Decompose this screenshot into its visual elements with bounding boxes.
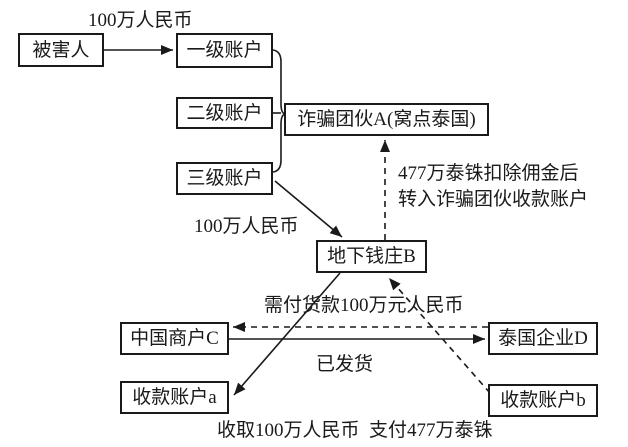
label-shipped: 已发货 xyxy=(316,354,374,375)
label-mid-transfer-amount: 100万人民币 xyxy=(194,216,299,237)
connector-level3-to-gang xyxy=(272,113,286,173)
node-fraud-gang: 诈骗团伙A(窝点泰国) xyxy=(284,103,489,136)
arrow-level3-to-bank xyxy=(274,180,343,238)
node-level2-account: 二级账户 xyxy=(176,97,273,129)
arrow-account-b-to-bank-dashed xyxy=(388,277,491,394)
label-bottom-caption: 收取100万人民币 支付477万泰铢 xyxy=(217,420,493,441)
label-baht-transfer-line1: 477万泰铢扣除佣金后 xyxy=(398,163,579,184)
node-level1-account: 一级账户 xyxy=(176,33,273,68)
node-victim: 被害人 xyxy=(18,33,104,67)
node-underground-bank: 地下钱庄B xyxy=(316,240,427,273)
node-china-merchant: 中国商户C xyxy=(120,322,229,355)
node-level3-account: 三级账户 xyxy=(176,162,273,195)
connector-level1-to-gang xyxy=(272,49,286,115)
node-thai-company: 泰国企业D xyxy=(488,322,598,355)
node-receiving-account-b: 收款账户b xyxy=(488,384,598,417)
label-payment-due: 需付货款100万元人民币 xyxy=(264,295,464,316)
label-baht-transfer-line2: 转入诈骗团伙收款账户 xyxy=(398,189,589,210)
label-top-transfer-amount: 100万人民币 xyxy=(88,10,193,31)
node-receiving-account-a: 收款账户a xyxy=(120,381,229,414)
arrow-bank-to-account-a xyxy=(233,272,341,396)
